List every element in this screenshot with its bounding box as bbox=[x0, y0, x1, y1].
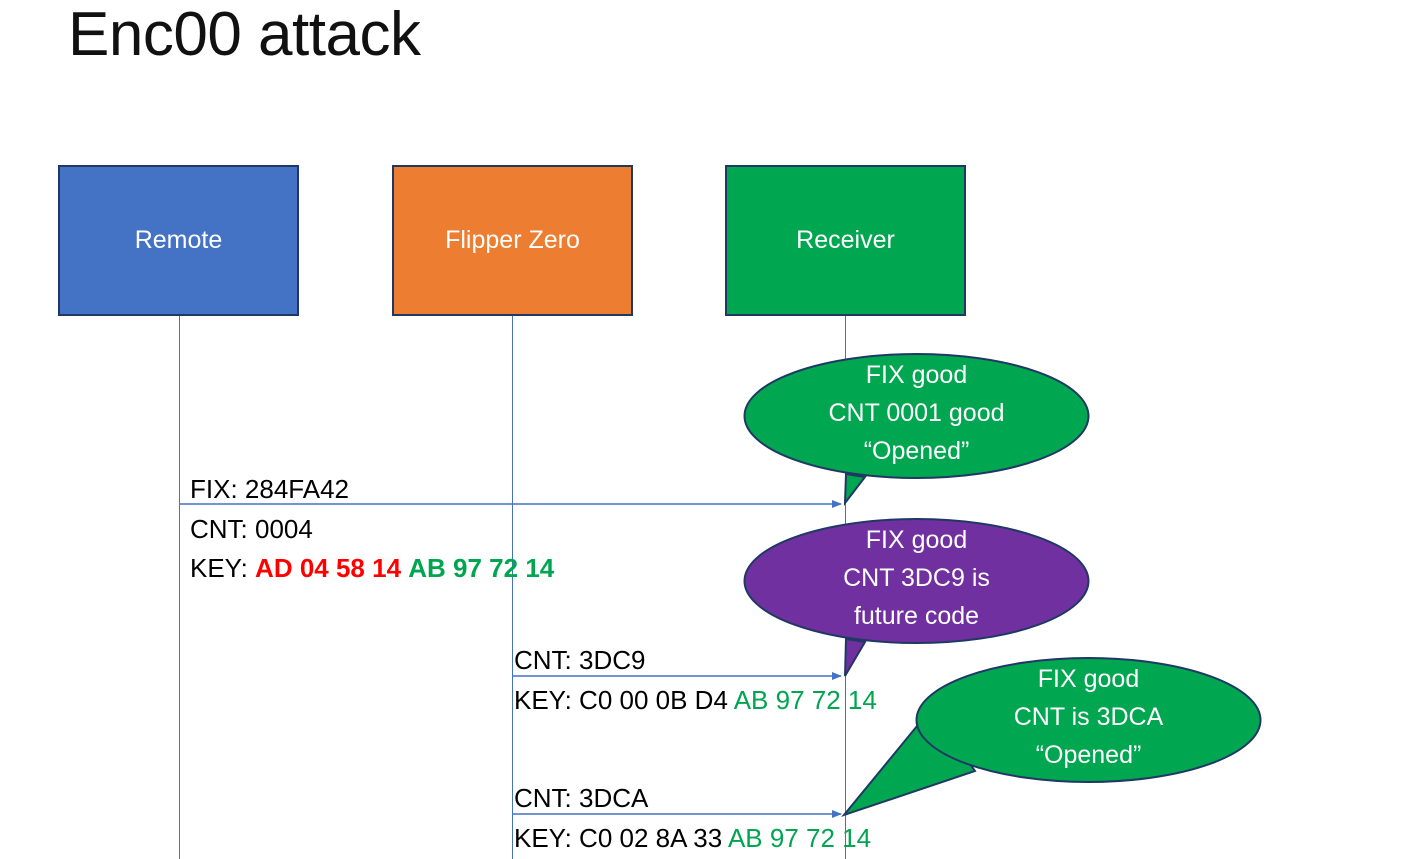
message-3-key-prefix: KEY: C0 02 8A 33 bbox=[514, 823, 728, 853]
callout-2-shape bbox=[743, 518, 1090, 677]
message-3-key-green-bytes: AB 97 72 14 bbox=[727, 823, 872, 853]
actor-label-receiver: Receiver bbox=[796, 226, 895, 254]
callout-1: FIX good CNT 0001 good “Opened” bbox=[743, 353, 1090, 507]
actor-box-flipper-zero: Flipper Zero bbox=[392, 165, 633, 316]
message-2-key: KEY: C0 00 0B D4 AB 97 72 14 bbox=[514, 681, 877, 720]
message-2-key-green-bytes: AB 97 72 14 bbox=[733, 685, 877, 715]
message-1-key-red-bytes: AD 04 58 14 bbox=[255, 553, 402, 583]
message-2-cnt: CNT: 3DC9 bbox=[514, 645, 646, 675]
message-1-key-green-bytes: AB 97 72 14 bbox=[408, 553, 555, 583]
message-1-cnt: CNT: 0004 bbox=[190, 514, 313, 544]
actor-label-remote: Remote bbox=[134, 226, 223, 254]
message-1-key-prefix: KEY: bbox=[190, 553, 256, 583]
actor-box-receiver: Receiver bbox=[725, 165, 966, 316]
callout-2: FIX good CNT 3DC9 is future code bbox=[743, 518, 1090, 677]
message-1-fix: FIX: 284FA42 bbox=[190, 474, 349, 504]
lifeline-flipper-zero bbox=[512, 316, 513, 859]
message-1-key: KEY: AD 04 58 14 AB 97 72 14 bbox=[190, 549, 554, 588]
message-2-key-prefix: KEY: C0 00 0B D4 bbox=[514, 685, 734, 715]
page-title: Enc00 attack bbox=[68, 0, 421, 69]
callout-3-shape bbox=[841, 657, 1262, 818]
message-3-cnt: CNT: 3DCA bbox=[514, 783, 649, 813]
actor-label-flipper-zero: Flipper Zero bbox=[445, 226, 580, 254]
callout-1-shape bbox=[743, 353, 1090, 507]
lifeline-remote bbox=[179, 316, 180, 859]
message-3-key: KEY: C0 02 8A 33 AB 97 72 14 bbox=[514, 819, 871, 858]
actor-box-remote: Remote bbox=[58, 165, 299, 316]
callout-3: FIX good CNT is 3DCA “Opened” bbox=[841, 657, 1262, 818]
